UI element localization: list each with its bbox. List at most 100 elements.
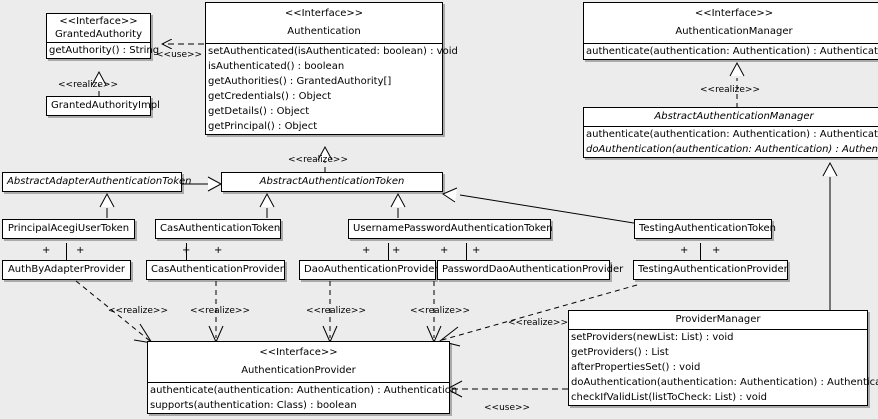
class-name: PasswordDaoAuthenticationProvider bbox=[442, 264, 624, 275]
multiplicity-plus: + bbox=[680, 245, 689, 256]
stereotype-label: <<Interface>> bbox=[59, 16, 138, 27]
class-authentication-manager[interactable]: <<Interface>> AuthenticationManager auth… bbox=[583, 2, 878, 60]
member-row: getAuthority() : String bbox=[49, 45, 160, 56]
multiplicity-plus: + bbox=[472, 245, 481, 256]
class-principal-acegi-user-token[interactable]: PrincipalAcegiUserToken bbox=[2, 219, 135, 239]
assoc-principal-authbyadapter bbox=[66, 243, 67, 262]
class-name: AuthenticationManager bbox=[675, 26, 793, 37]
class-header-dao-authentication-provider: DaoAuthenticationProvider bbox=[300, 261, 439, 279]
class-header-provider-manager: ProviderManager bbox=[569, 311, 867, 329]
multiplicity-plus: + bbox=[392, 245, 401, 256]
member-row: getCredentials() : Object bbox=[208, 91, 332, 102]
class-name: Authentication bbox=[287, 26, 361, 37]
assoc-testing-token-provider bbox=[700, 243, 701, 262]
class-name: AuthenticationProvider bbox=[241, 365, 356, 376]
class-header-password-dao-authentication-provider: PasswordDaoAuthenticationProvider bbox=[438, 261, 624, 279]
class-name: AbstractAuthenticationManager bbox=[654, 111, 814, 122]
edge-label-use: <<use>> bbox=[484, 403, 531, 413]
wire-pm-extends-aam bbox=[822, 161, 838, 310]
member-row: getProviders() : List bbox=[571, 347, 669, 358]
edge-label-realize: <<realize>> bbox=[410, 306, 470, 316]
members-provider-manager: setProviders(newList: List) : void getPr… bbox=[569, 329, 878, 405]
member-row: afterPropertiesSet() : void bbox=[571, 362, 701, 373]
multiplicity-plus: + bbox=[712, 245, 721, 256]
wire-aat-realizes-authentication bbox=[317, 145, 333, 172]
class-name: CasAuthenticationProvider bbox=[151, 264, 284, 275]
multiplicity-plus: + bbox=[214, 245, 223, 256]
class-name: UsernamePasswordAuthenticationToken bbox=[353, 223, 553, 234]
class-password-dao-authentication-provider[interactable]: PasswordDaoAuthenticationProvider bbox=[437, 260, 624, 280]
class-name: AuthByAdapterProvider bbox=[7, 264, 126, 275]
member-row: checkIfValidList(listToCheck: List) : vo… bbox=[571, 392, 768, 403]
member-row: doAuthentication(authentication: Authent… bbox=[571, 377, 878, 388]
member-row: getPrincipal() : Object bbox=[208, 121, 318, 132]
class-abstract-adapter-authentication-token[interactable]: AbstractAdapterAuthenticationToken bbox=[2, 172, 192, 192]
member-row: supports(authentication: Class) : boolea… bbox=[150, 400, 357, 411]
class-header-abstract-authentication-token: AbstractAuthenticationToken bbox=[222, 173, 442, 191]
member-row: doAuthentication(authentication: Authent… bbox=[586, 144, 878, 155]
class-abstract-authentication-token[interactable]: AbstractAuthenticationToken bbox=[221, 172, 443, 192]
class-username-password-authentication-token[interactable]: UsernamePasswordAuthenticationToken bbox=[348, 219, 553, 239]
class-auth-by-adapter-provider[interactable]: AuthByAdapterProvider bbox=[2, 260, 131, 280]
members-authentication-provider: authenticate(authentication: Authenticat… bbox=[148, 382, 458, 413]
class-name: AbstractAdapterAuthenticationToken bbox=[7, 176, 192, 187]
class-header-abstract-adapter-authentication-token: AbstractAdapterAuthenticationToken bbox=[3, 173, 192, 191]
member-row: isAuthenticated() : boolean bbox=[208, 61, 345, 72]
wire-aam-realizes-am bbox=[729, 61, 745, 108]
member-row: getAuthorities() : GrantedAuthority[] bbox=[208, 76, 392, 87]
wire-gaimpl-realizes-ga bbox=[91, 70, 107, 97]
wire-pm-uses-ap bbox=[445, 380, 568, 398]
edge-label-realize: <<realize>> bbox=[508, 318, 568, 328]
class-header-granted-authority-impl: GrantedAuthorityImpl bbox=[47, 97, 160, 115]
member-row: setAuthenticated(isAuthenticated: boolea… bbox=[208, 46, 458, 57]
class-header-testing-authentication-token: TestingAuthenticationToken bbox=[635, 220, 777, 238]
edge-label-use: <<use>> bbox=[156, 50, 203, 60]
class-header-auth-by-adapter-provider: AuthByAdapterProvider bbox=[3, 261, 130, 279]
wire-pau-extends-aaat bbox=[99, 192, 115, 218]
class-abstract-authentication-manager[interactable]: AbstractAuthenticationManager authentica… bbox=[583, 107, 878, 158]
class-granted-authority[interactable]: <<Interface>> GrantedAuthority getAuthor… bbox=[46, 13, 160, 59]
class-header-testing-authentication-provider: TestingAuthenticationProvider bbox=[634, 261, 788, 279]
edge-label-realize: <<realize>> bbox=[288, 155, 348, 165]
class-authentication[interactable]: <<Interface>> Authentication setAuthenti… bbox=[205, 2, 458, 135]
edge-label-realize: <<realize>> bbox=[190, 306, 250, 316]
class-name: ProviderManager bbox=[675, 314, 761, 325]
edge-label-realize: <<realize>> bbox=[700, 85, 760, 95]
class-dao-authentication-provider[interactable]: DaoAuthenticationProvider bbox=[299, 260, 439, 280]
edge-label-realize: <<realize>> bbox=[108, 306, 168, 316]
class-name: TestingAuthenticationToken bbox=[639, 223, 777, 234]
assoc-cas-token-provider bbox=[186, 243, 187, 262]
wire-cat-extends-aat bbox=[259, 192, 275, 218]
members-authentication-manager: authenticate(authentication: Authenticat… bbox=[584, 43, 878, 59]
class-name: AbstractAuthenticationToken bbox=[259, 176, 405, 187]
wire-upat-extends-aat bbox=[390, 192, 406, 218]
class-authentication-provider[interactable]: <<Interface>> AuthenticationProvider aut… bbox=[147, 341, 458, 414]
assoc-upat-dao bbox=[388, 243, 389, 262]
class-header-authentication-manager: <<Interface>> AuthenticationManager bbox=[584, 3, 878, 43]
stereotype-label: <<Interface>> bbox=[694, 8, 774, 19]
member-row: authenticate(authentication: Authenticat… bbox=[150, 385, 458, 396]
multiplicity-plus: + bbox=[76, 245, 85, 256]
class-granted-authority-impl[interactable]: GrantedAuthorityImpl bbox=[46, 96, 160, 116]
edge-label-realize: <<realize>> bbox=[58, 80, 118, 90]
class-name: GrantedAuthority bbox=[54, 29, 143, 40]
class-name: GrantedAuthorityImpl bbox=[51, 100, 160, 111]
class-provider-manager[interactable]: ProviderManager setProviders(newList: Li… bbox=[568, 310, 878, 406]
class-header-cas-authentication-token: CasAuthenticationToken bbox=[156, 220, 280, 238]
multiplicity-plus: + bbox=[182, 245, 191, 256]
class-name: CasAuthenticationToken bbox=[160, 223, 281, 234]
multiplicity-plus: + bbox=[440, 245, 449, 256]
class-name: PrincipalAcegiUserToken bbox=[7, 223, 130, 234]
assoc-upat-passworddao bbox=[466, 243, 467, 262]
class-testing-authentication-token[interactable]: TestingAuthenticationToken bbox=[634, 219, 777, 239]
class-header-username-password-authentication-token: UsernamePasswordAuthenticationToken bbox=[349, 220, 553, 238]
class-testing-authentication-provider[interactable]: TestingAuthenticationProvider bbox=[633, 260, 788, 280]
multiplicity-plus: + bbox=[362, 245, 371, 256]
member-row: authenticate(authentication: Authenticat… bbox=[586, 129, 878, 140]
class-name: DaoAuthenticationProvider bbox=[304, 264, 439, 275]
members-abstract-authentication-manager: authenticate(authentication: Authenticat… bbox=[584, 126, 878, 157]
class-cas-authentication-provider[interactable]: CasAuthenticationProvider bbox=[146, 260, 285, 280]
class-cas-authentication-token[interactable]: CasAuthenticationToken bbox=[155, 219, 281, 239]
